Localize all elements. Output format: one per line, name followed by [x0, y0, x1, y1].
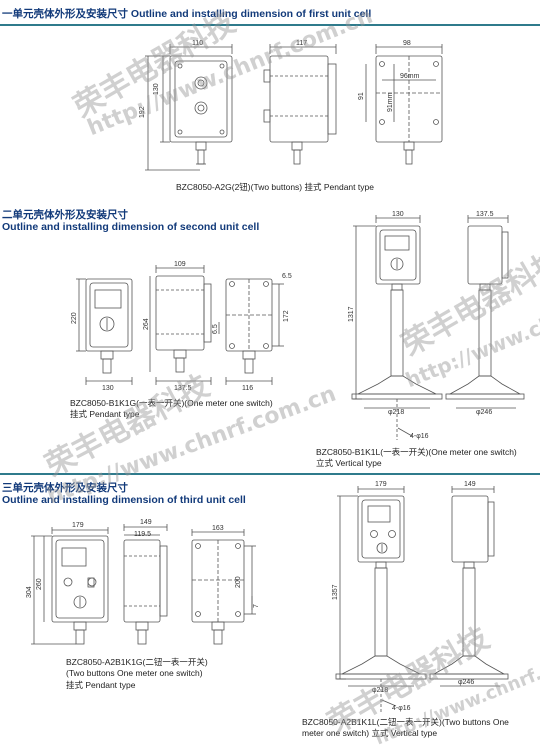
dim-109: 109 — [174, 261, 186, 268]
dim-192: 192 — [139, 106, 146, 118]
dim-200: 200 — [235, 576, 242, 588]
dim-172: 172 — [283, 310, 290, 322]
dim-65b: 6.5 — [212, 324, 219, 334]
section3-title-en: Outline and installing dimension of thir… — [2, 494, 246, 506]
dim-1317: 1317 — [348, 306, 355, 322]
dim-96mm: 96mm — [400, 73, 420, 80]
section2-title-en: Outline and installing dimension of seco… — [2, 221, 260, 233]
caption-a2b1k1l-line2: meter one switch) 立式 Vertical type — [302, 728, 438, 738]
dim-1195: 119.5 — [134, 531, 151, 538]
dim-130c: 130 — [392, 211, 404, 218]
dim-7: 7 — [253, 604, 260, 608]
unit3-front-view — [31, 527, 109, 645]
dim-149: 149 — [140, 519, 152, 526]
unit1-front-view — [145, 44, 233, 171]
section1-title-en: Outline and installing dimension of firs… — [130, 8, 372, 20]
dim-218b: φ218 — [372, 687, 388, 694]
dim-304: 304 — [26, 586, 33, 598]
caption-a2b1k1l-line1: BZC8050-A2B1K1L(二钮一表一开关)(Two buttons One — [302, 717, 509, 727]
dim-116: 116 — [242, 385, 253, 392]
dim-220: 220 — [71, 312, 78, 324]
section3-rule — [0, 473, 540, 475]
dim-260: 260 — [36, 578, 43, 590]
caption-a2b1k1g-line2: (Two buttons One meter one switch) — [66, 668, 203, 678]
dim-1357: 1357 — [332, 584, 339, 600]
unit2-side-view — [149, 265, 212, 385]
dim-416: 4-φ16 — [410, 433, 429, 440]
dim-1375: 137.5 — [174, 385, 192, 392]
dim-179b: 179 — [375, 481, 387, 488]
dim-246b: φ246 — [458, 679, 474, 686]
dim-416b: 4-φ16 — [392, 705, 411, 712]
caption-a2g: BZC8050-A2G(2钮)(Two buttons) 挂式 Pendant … — [176, 182, 374, 192]
unit3-side-view — [123, 524, 168, 645]
caption-b1k1l-line1: BZC8050-B1K1L(一表一开关)(One meter one switc… — [316, 447, 517, 457]
dim-117: 117 — [296, 40, 307, 47]
caption-b1k1l-line2: 立式 Vertical type — [316, 458, 382, 468]
caption-a2b1k1g-line3: 挂式 Pendant type — [66, 680, 136, 690]
dim-163: 163 — [212, 525, 224, 532]
dim-1375b: 137.5 — [476, 211, 494, 218]
unit1-side-view — [263, 44, 337, 165]
dim-110: 110 — [192, 40, 203, 47]
section3-title-cn: 三单元壳体外形及安装尺寸 — [2, 482, 128, 494]
section1-heading: 一单元壳体外形及安装尺寸 Outline and installing dime… — [2, 6, 371, 21]
dim-149b: 149 — [464, 481, 476, 488]
dim-264: 264 — [143, 318, 150, 330]
unit2-vertical-side — [445, 215, 525, 409]
unit2-vertical-front — [351, 215, 443, 440]
section2-title-cn: 二单元壳体外形及安装尺寸 — [2, 209, 128, 221]
dim-91mm: 91mm — [387, 92, 394, 112]
dim-246: φ246 — [476, 409, 492, 416]
unit2-back-view — [218, 278, 284, 385]
dim-98: 98 — [403, 40, 411, 47]
dim-130a: 130 — [153, 83, 160, 95]
dim-218: φ218 — [388, 409, 404, 416]
unit3-back-view — [191, 529, 256, 645]
caption-b1k1g-line2: 挂式 Pendant type — [70, 409, 140, 419]
section1-rule — [0, 24, 540, 26]
dim-130b: 130 — [102, 385, 114, 392]
dim-179: 179 — [72, 522, 84, 529]
caption-b1k1g-line1: BZC8050-B1K1G(一表一开关)(One meter one switc… — [70, 398, 273, 408]
unit1-back-view — [365, 44, 443, 165]
unit2-front-view — [76, 278, 133, 385]
dim-65: 6.5 — [282, 273, 292, 280]
section1-title-cn: 一单元壳体外形及安装尺寸 — [2, 8, 128, 20]
dim-91: 91 — [358, 92, 365, 100]
caption-a2b1k1g-line1: BZC8050-A2B1K1G(二钮一表一开关) — [66, 657, 208, 667]
unit3-vertical-front — [335, 486, 427, 714]
unit3-vertical-side — [429, 486, 509, 687]
